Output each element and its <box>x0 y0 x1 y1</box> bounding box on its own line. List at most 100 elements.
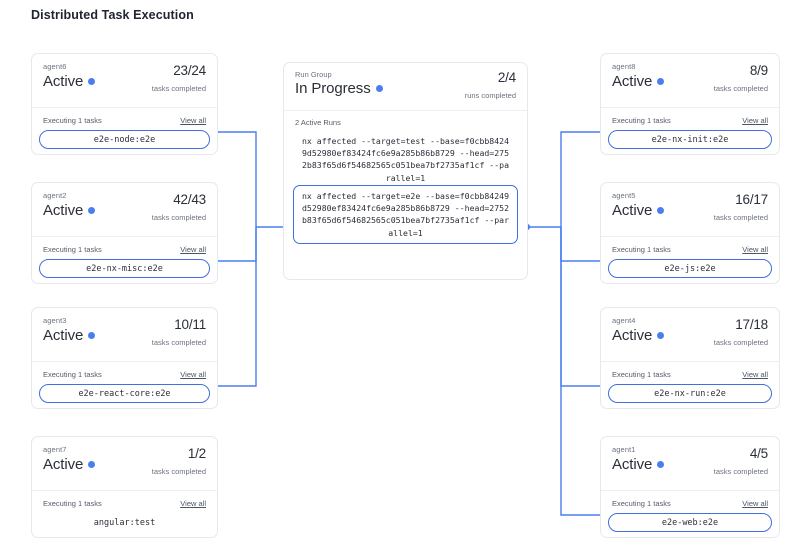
run-group-count-label: runs completed <box>464 91 516 100</box>
agent-name: agent8 <box>612 62 636 71</box>
agent-name: agent3 <box>43 316 67 325</box>
status-dot-icon <box>657 206 665 214</box>
agent-card-body: Executing 1 tasks View all e2e-node:e2e <box>32 108 217 154</box>
agent-card-header: agent7 Active 1/2 tasks completed <box>32 437 217 491</box>
agent-status-label: Active <box>612 73 653 90</box>
run-group-panel[interactable]: Run Group In Progress 2/4 runs completed… <box>283 62 528 280</box>
agent-status: Active <box>612 202 665 219</box>
task-count: 4/5 <box>749 446 768 461</box>
agent-card-header: agent8 Active 8/9 tasks completed <box>601 54 779 108</box>
agent-status: Active <box>43 456 96 473</box>
agent-status-label: Active <box>43 327 84 344</box>
run-group-count: 2/4 <box>497 70 516 85</box>
running-task-pill[interactable]: e2e-nx-init:e2e <box>608 130 772 149</box>
agent-card-body: Executing 1 tasks View all e2e-web:e2e <box>601 491 779 537</box>
agent-card-header: agent3 Active 10/11 tasks completed <box>32 308 217 362</box>
agent-name: agent5 <box>612 191 636 200</box>
agent-card-body: Executing 1 tasks View all e2e-js:e2e <box>601 237 779 283</box>
task-count-label: tasks completed <box>151 84 206 93</box>
agent-status-label: Active <box>612 327 653 344</box>
task-count-label: tasks completed <box>713 84 768 93</box>
agent-card-body: Executing 1 tasks View all e2e-nx-misc:e… <box>32 237 217 283</box>
agent-card-header: agent5 Active 16/17 tasks completed <box>601 183 779 237</box>
agent-card[interactable]: agent4 Active 17/18 tasks completed Exec… <box>600 307 780 409</box>
status-dot-icon <box>88 460 96 468</box>
status-dot-icon <box>88 206 96 214</box>
agent-card[interactable]: agent6 Active 23/24 tasks completed Exec… <box>31 53 218 155</box>
task-count: 10/11 <box>174 317 206 332</box>
run-group-status-label: In Progress <box>295 80 371 97</box>
executing-label: Executing 1 tasks <box>612 116 671 125</box>
status-dot-icon <box>375 84 383 92</box>
task-count: 23/24 <box>173 63 206 78</box>
agent-card-body: Executing 1 tasks View all e2e-nx-run:e2… <box>601 362 779 408</box>
task-count-label: tasks completed <box>151 338 206 347</box>
run-group-title: Run Group <box>295 70 332 79</box>
view-all-link[interactable]: View all <box>180 370 206 379</box>
agent-card[interactable]: agent7 Active 1/2 tasks completed Execut… <box>31 436 218 538</box>
agent-card[interactable]: agent5 Active 16/17 tasks completed Exec… <box>600 182 780 284</box>
task-count-label: tasks completed <box>151 213 206 222</box>
agent-card-body: Executing 1 tasks View all e2e-nx-init:e… <box>601 108 779 154</box>
agent-name: agent4 <box>612 316 636 325</box>
agent-status-label: Active <box>43 73 84 90</box>
agent-status: Active <box>612 456 665 473</box>
agent-status-label: Active <box>612 202 653 219</box>
agent-status: Active <box>612 73 665 90</box>
agent-card[interactable]: agent1 Active 4/5 tasks completed Execut… <box>600 436 780 538</box>
agent-card[interactable]: agent2 Active 42/43 tasks completed Exec… <box>31 182 218 284</box>
agent-status-label: Active <box>612 456 653 473</box>
agent-card-header: agent1 Active 4/5 tasks completed <box>601 437 779 491</box>
status-dot-icon <box>657 77 665 85</box>
view-all-link[interactable]: View all <box>742 370 768 379</box>
agent-card[interactable]: agent8 Active 8/9 tasks completed Execut… <box>600 53 780 155</box>
running-task-pill[interactable]: e2e-web:e2e <box>608 513 772 532</box>
run-command-highlighted[interactable]: nx affected --target=e2e --base=f0cbb842… <box>293 185 518 244</box>
task-count-label: tasks completed <box>713 213 768 222</box>
status-dot-icon <box>88 77 96 85</box>
agent-card[interactable]: agent3 Active 10/11 tasks completed Exec… <box>31 307 218 409</box>
agent-name: agent6 <box>43 62 67 71</box>
executing-label: Executing 1 tasks <box>612 499 671 508</box>
agent-card-body: Executing 1 tasks View all angular:test <box>32 491 217 537</box>
agent-status: Active <box>43 327 96 344</box>
running-task-pill[interactable]: e2e-nx-misc:e2e <box>39 259 210 278</box>
run-group-header: Run Group In Progress 2/4 runs completed <box>284 63 527 111</box>
status-dot-icon <box>88 331 96 339</box>
agent-status-label: Active <box>43 456 84 473</box>
task-count: 16/17 <box>735 192 768 207</box>
agent-card-header: agent6 Active 23/24 tasks completed <box>32 54 217 108</box>
executing-label: Executing 1 tasks <box>43 245 102 254</box>
status-dot-icon <box>657 331 665 339</box>
task-count: 8/9 <box>749 63 768 78</box>
view-all-link[interactable]: View all <box>742 245 768 254</box>
running-task-pill[interactable]: e2e-react-core:e2e <box>39 384 210 403</box>
running-task-pill[interactable]: e2e-nx-run:e2e <box>608 384 772 403</box>
task-count-label: tasks completed <box>151 467 206 476</box>
page-title: Distributed Task Execution <box>31 8 194 22</box>
task-count: 1/2 <box>187 446 206 461</box>
agent-card-header: agent2 Active 42/43 tasks completed <box>32 183 217 237</box>
running-task-label[interactable]: angular:test <box>93 517 156 528</box>
view-all-link[interactable]: View all <box>742 499 768 508</box>
run-command[interactable]: nx affected --target=test --base=f0cbb84… <box>301 136 510 183</box>
view-all-link[interactable]: View all <box>180 245 206 254</box>
agent-card-header: agent4 Active 17/18 tasks completed <box>601 308 779 362</box>
running-task-pill[interactable]: e2e-node:e2e <box>39 130 210 149</box>
executing-label: Executing 1 tasks <box>43 499 102 508</box>
executing-label: Executing 1 tasks <box>43 370 102 379</box>
task-count-label: tasks completed <box>713 338 768 347</box>
task-count-label: tasks completed <box>713 467 768 476</box>
executing-label: Executing 1 tasks <box>612 370 671 379</box>
agent-card-body: Executing 1 tasks View all e2e-react-cor… <box>32 362 217 408</box>
view-all-link[interactable]: View all <box>180 499 206 508</box>
view-all-link[interactable]: View all <box>742 116 768 125</box>
running-task-pill[interactable]: e2e-js:e2e <box>608 259 772 278</box>
agent-status: Active <box>612 327 665 344</box>
status-dot-icon <box>657 460 665 468</box>
view-all-link[interactable]: View all <box>180 116 206 125</box>
agent-name: agent1 <box>612 445 636 454</box>
agent-name: agent7 <box>43 445 67 454</box>
agent-status: Active <box>43 73 96 90</box>
